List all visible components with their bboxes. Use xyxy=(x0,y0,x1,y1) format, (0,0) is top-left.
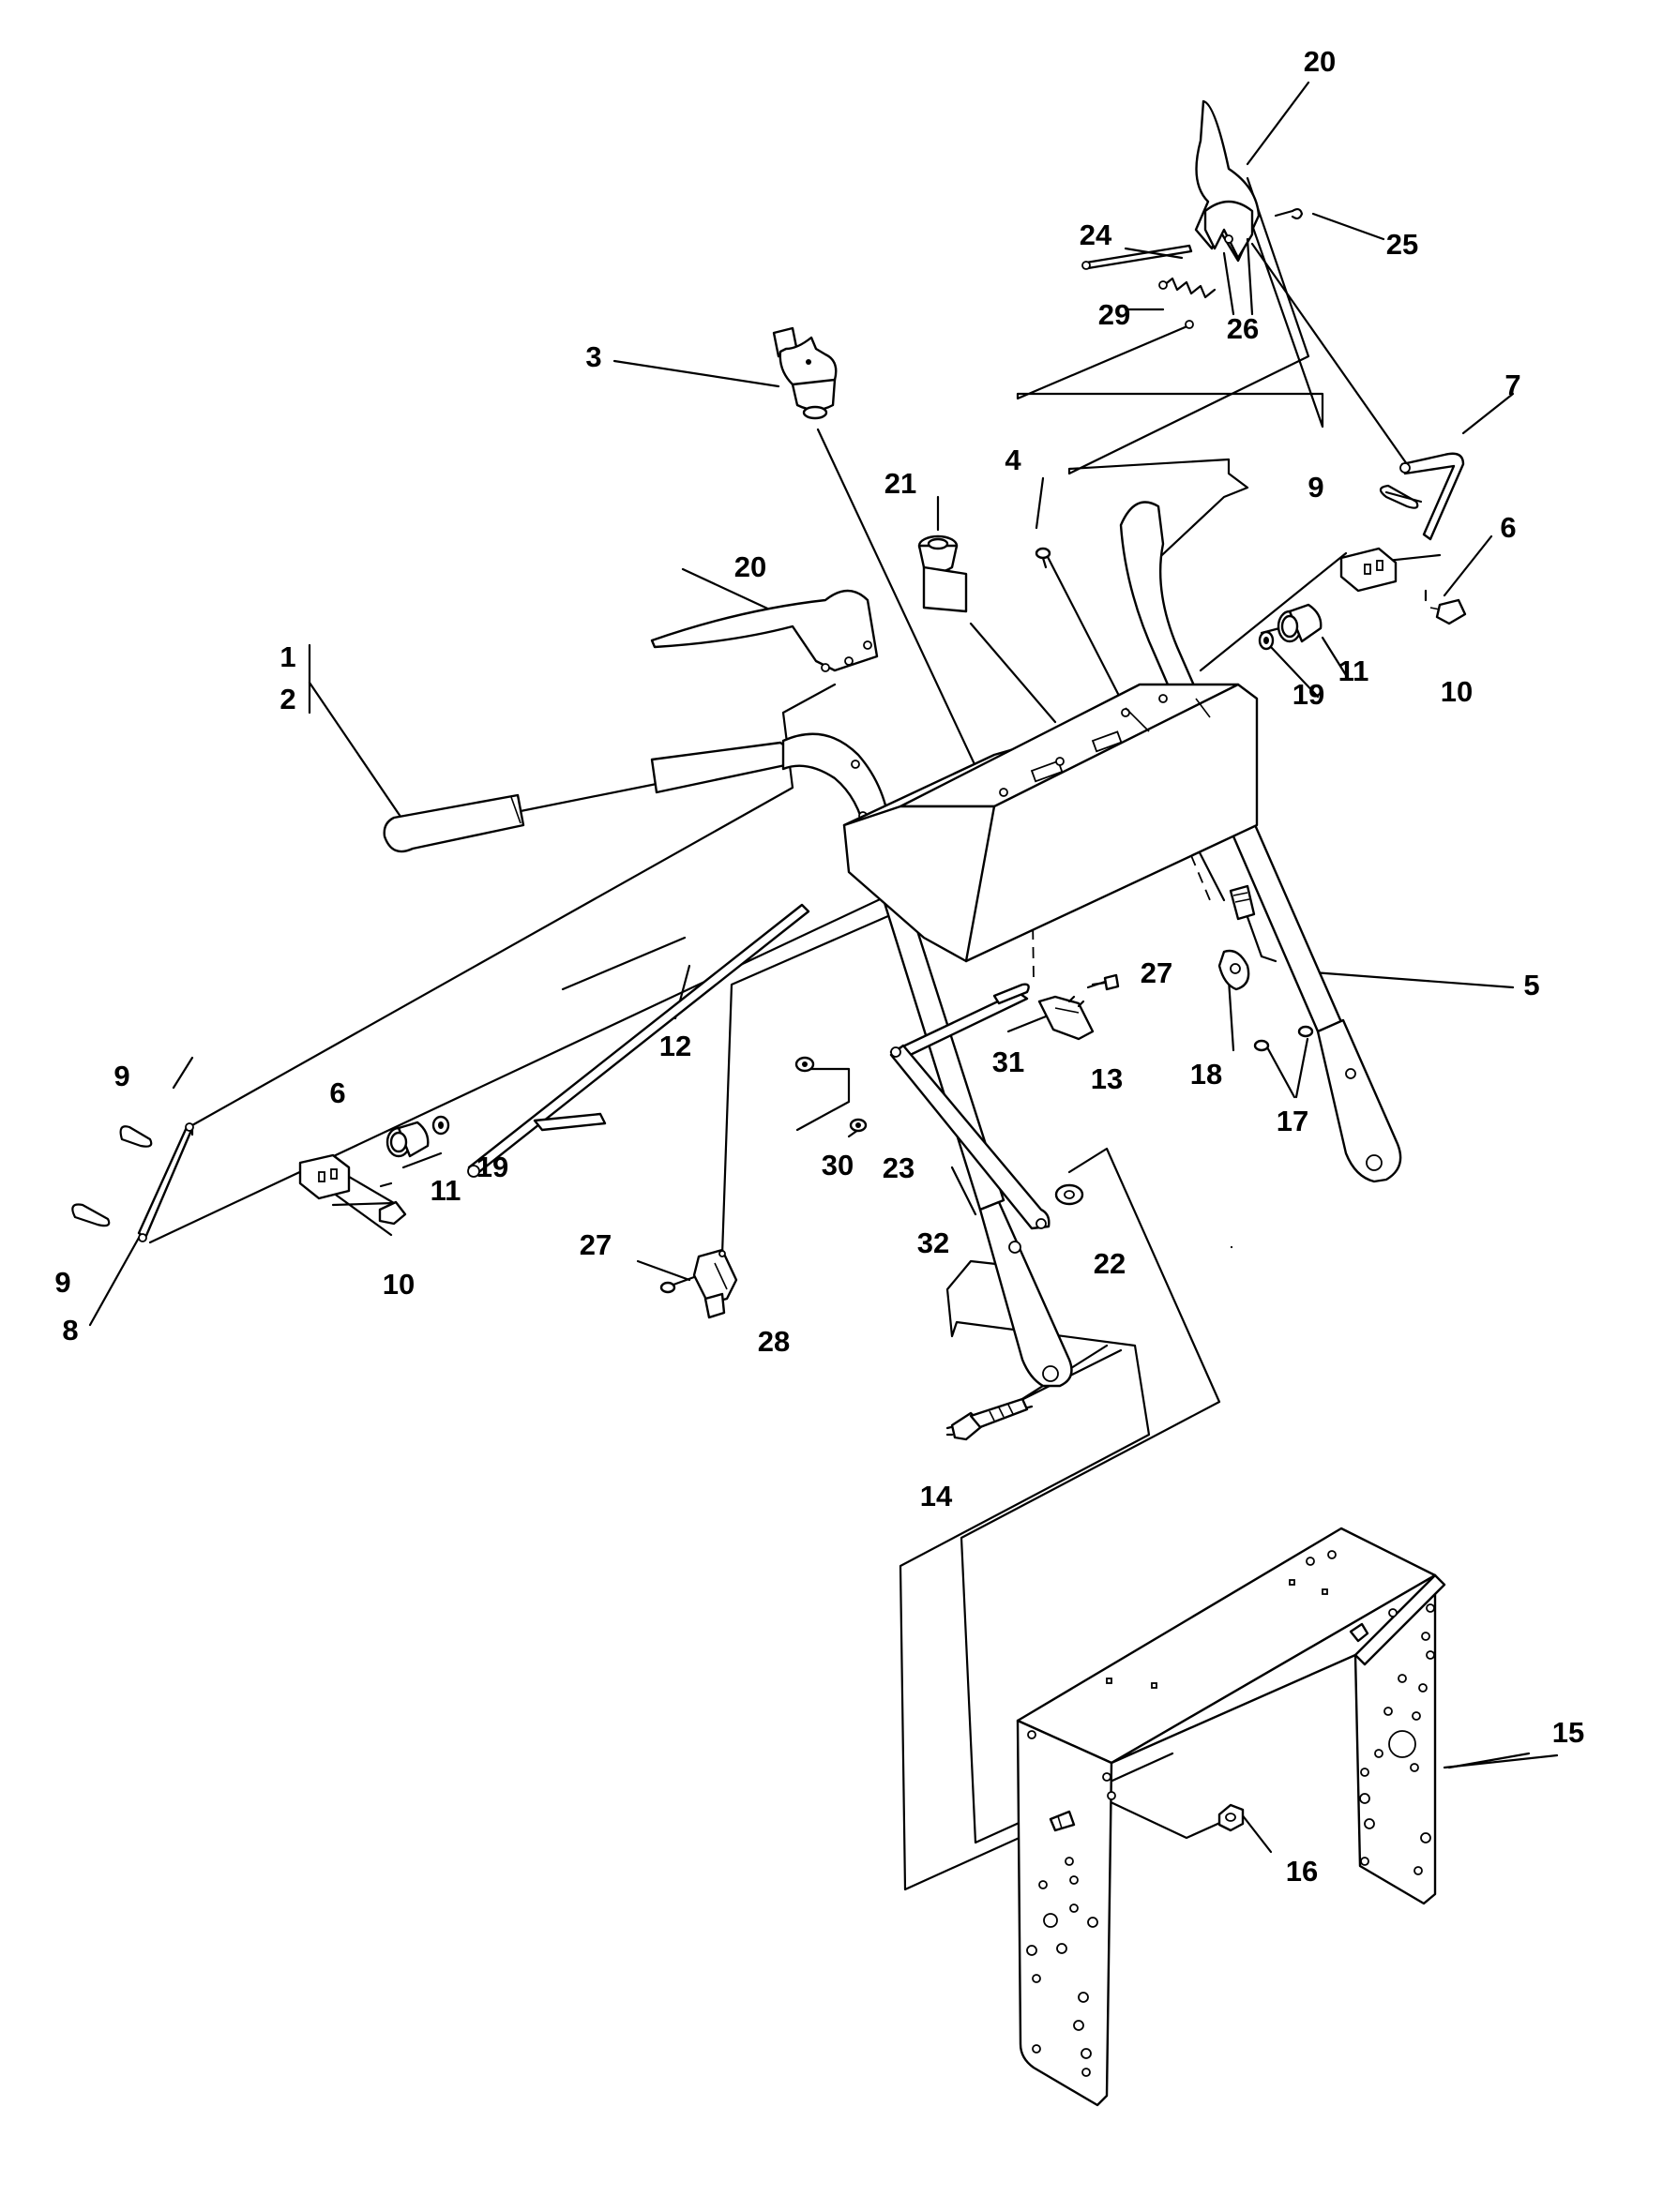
part-nuts-17 xyxy=(1253,1025,1314,1052)
callout-2: 2 xyxy=(280,683,295,715)
callout-31: 31 xyxy=(992,1046,1024,1078)
callout-15: 15 xyxy=(1552,1716,1584,1749)
callout-8: 8 xyxy=(62,1314,78,1347)
callout-7: 7 xyxy=(1504,369,1520,401)
callout-29: 29 xyxy=(1098,298,1130,331)
callout-18: 18 xyxy=(1190,1058,1222,1091)
callout-3: 3 xyxy=(585,340,601,373)
callout-28: 28 xyxy=(758,1325,790,1358)
callout-30: 30 xyxy=(822,1149,854,1181)
callout-10-left: 10 xyxy=(383,1268,415,1301)
callout-9-right: 9 xyxy=(1308,471,1323,504)
part-screw-frame-left xyxy=(1049,1810,1076,1832)
part-bolt-4 xyxy=(1035,547,1051,569)
part-pin-24 xyxy=(1081,244,1193,270)
callout-4: 4 xyxy=(1005,444,1021,476)
part-bolt-14 xyxy=(950,1397,1029,1441)
part-block-6-right xyxy=(1339,547,1398,593)
callout-24: 24 xyxy=(1080,218,1112,251)
callout-10-right: 10 xyxy=(1441,675,1473,708)
part-hairpin-9-right xyxy=(1379,484,1419,509)
callout-21: 21 xyxy=(884,467,916,500)
part-washer-19-left xyxy=(431,1115,450,1136)
part-handle-bar-right-5 xyxy=(1119,501,1402,1183)
part-washer-19-right xyxy=(1258,630,1275,651)
part-spring-29 xyxy=(1158,277,1217,329)
callout-11-left: 11 xyxy=(431,1174,461,1207)
part-nuts-30-23 xyxy=(794,1056,868,1133)
part-shift-rod-12 xyxy=(467,903,810,1178)
callout-5: 5 xyxy=(1523,969,1539,1001)
callout-labels: 1 2 3 4 5 6 6 7 8 9 9 9 10 10 11 11 12 1… xyxy=(54,45,1584,1888)
callout-23: 23 xyxy=(883,1151,915,1184)
part-bolt-10-right xyxy=(1429,598,1467,625)
part-washer-22 xyxy=(1054,1183,1084,1206)
part-lever-18 xyxy=(1217,884,1277,991)
callout-22: 22 xyxy=(1094,1247,1126,1280)
part-rod-7 xyxy=(1399,452,1465,541)
part-choke-21 xyxy=(917,534,968,613)
part-screw-27-right xyxy=(1091,973,1120,991)
callout-6-left: 6 xyxy=(329,1076,345,1109)
callout-11-right: 11 xyxy=(1338,655,1369,687)
part-spacer-11-left xyxy=(385,1121,430,1158)
part-spacer-11-right xyxy=(1277,603,1323,643)
callout-1: 1 xyxy=(280,640,295,673)
callout-9-left-bottom: 9 xyxy=(54,1266,70,1299)
callout-19-right: 19 xyxy=(1293,678,1324,711)
callout-27-left: 27 xyxy=(580,1228,612,1261)
part-cover-20-left xyxy=(650,589,879,672)
part-control-panel xyxy=(842,683,1259,963)
callout-6-right: 6 xyxy=(1500,511,1516,544)
callout-16: 16 xyxy=(1286,1855,1318,1888)
callout-32: 32 xyxy=(917,1226,949,1259)
part-block-6-left xyxy=(298,1153,407,1226)
part-switch-13 xyxy=(1037,995,1095,1041)
callout-26: 26 xyxy=(1227,312,1259,345)
callout-13: 13 xyxy=(1091,1062,1123,1095)
callout-20-left: 20 xyxy=(734,550,766,583)
part-nut-16 xyxy=(1217,1803,1245,1832)
part-key-switch-3 xyxy=(772,326,838,420)
part-rod-8 xyxy=(137,1122,194,1242)
callout-9-left-top: 9 xyxy=(113,1060,129,1092)
part-frame-15 xyxy=(1016,1527,1446,2107)
part-cover-20-top xyxy=(1194,99,1261,263)
callout-20-top: 20 xyxy=(1304,45,1336,78)
callout-17: 17 xyxy=(1277,1105,1308,1137)
callout-14: 14 xyxy=(920,1480,953,1512)
part-hairpins-9-left xyxy=(71,1125,153,1227)
callout-12: 12 xyxy=(659,1030,691,1062)
callout-19-left: 19 xyxy=(476,1151,508,1183)
callout-25: 25 xyxy=(1386,228,1418,261)
callout-27-right: 27 xyxy=(1141,956,1172,989)
part-screw-27-left xyxy=(659,1275,696,1294)
part-clip-25 xyxy=(1274,207,1304,220)
callout-leaders xyxy=(88,81,1559,1769)
part-link-31-32 xyxy=(889,983,1051,1230)
part-switch-28 xyxy=(692,1248,738,1319)
